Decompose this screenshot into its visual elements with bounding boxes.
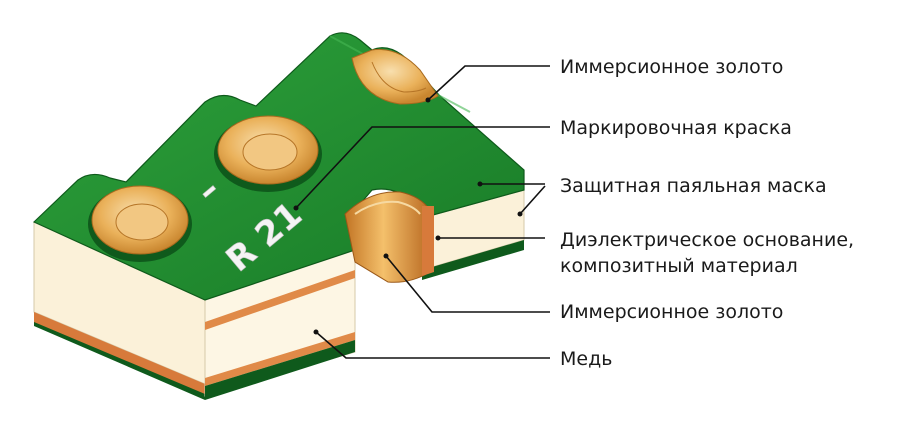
leader-lines (293, 65, 550, 359)
label-dielectric-line2: композитный материал (560, 255, 798, 277)
leader-gold-bottom (385, 255, 550, 313)
copper-side-layer-top (205, 270, 355, 330)
leader-copper (315, 331, 550, 359)
copper-side-layer-bottom (205, 332, 355, 386)
leader-marking-ink (295, 126, 550, 209)
leader-gold-top (427, 65, 550, 101)
copper-bottom-strip (34, 312, 205, 394)
pad-left (88, 185, 192, 262)
leader-solder-mask-b (519, 185, 546, 215)
pad-top-right-half (351, 48, 439, 105)
labels: Иммерсионное золото Маркировочная краска… (560, 56, 854, 370)
via-half-cut (344, 191, 434, 283)
solder-mask-right-edge (422, 240, 524, 280)
label-solder-mask: Защитная паяльная маска (560, 175, 827, 197)
label-dielectric-line1: Диэлектрическое основание, (560, 229, 854, 251)
label-gold-top: Иммерсионное золото (560, 56, 783, 78)
label-copper: Медь (560, 348, 612, 370)
label-marking-ink: Маркировочная краска (560, 117, 792, 139)
pad-center (214, 115, 322, 192)
solder-mask-side-bottom (205, 340, 355, 400)
label-gold-bottom: Иммерсионное золото (560, 301, 783, 323)
